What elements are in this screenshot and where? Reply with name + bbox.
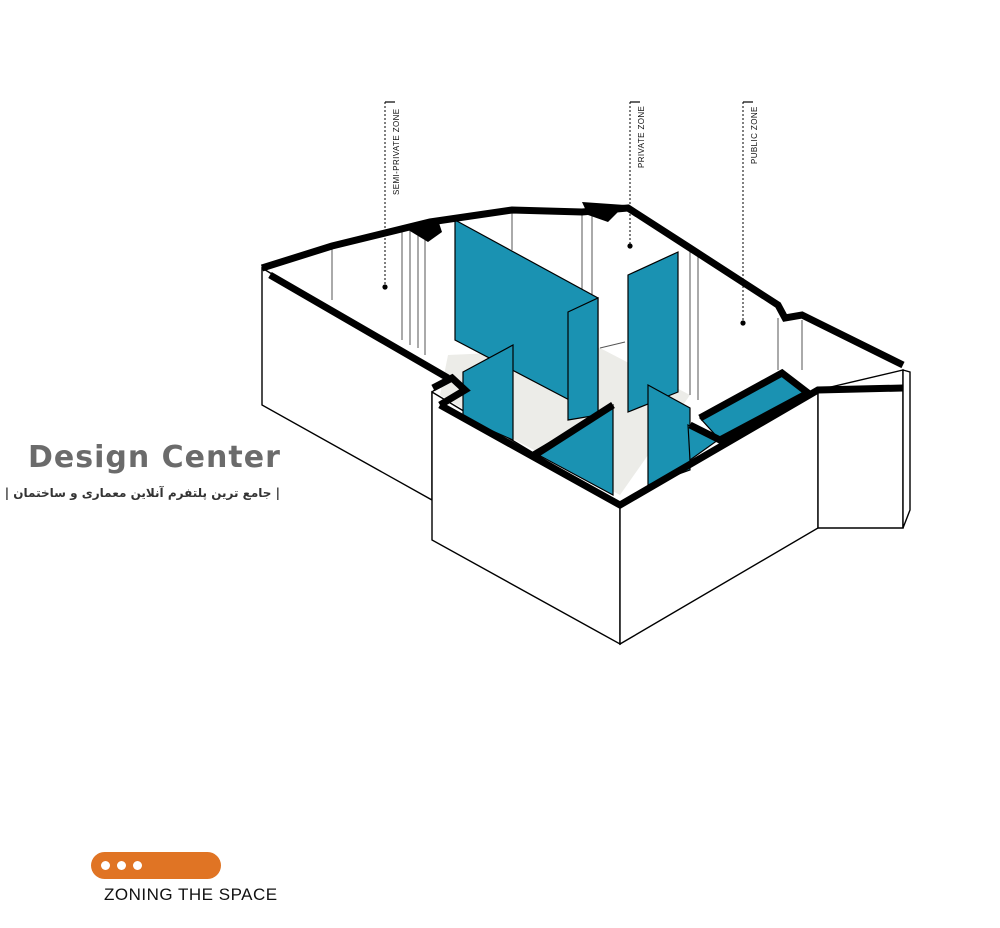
partitions: [454, 218, 810, 497]
door-swings: [405, 202, 625, 242]
public-zone-label: PUBLIC ZONE: [750, 106, 759, 164]
diagram-caption: ZONING THE SPACE: [104, 885, 278, 904]
pill-dot-icon: [117, 861, 126, 870]
semi-private-zone-marker: [382, 284, 388, 290]
private-zone-marker: [627, 243, 633, 249]
zone-leaders: [384, 102, 744, 322]
brand-subtitle: | جامع ترین پلتفرم آنلاین معماری و ساختم…: [4, 486, 280, 500]
private-zone-label: PRIVATE ZONE: [637, 105, 646, 168]
pill-dot-icon: [101, 861, 110, 870]
wall-outline: [260, 204, 905, 510]
public-zone-marker: [740, 320, 746, 326]
pill-dot-icon: [133, 861, 142, 870]
interior-lines: [331, 212, 803, 400]
caption-pill: [91, 852, 221, 879]
semi-private-zone-label: SEMI-PRIVATE ZONE: [392, 108, 401, 195]
brand-title: Design Center: [28, 440, 281, 475]
